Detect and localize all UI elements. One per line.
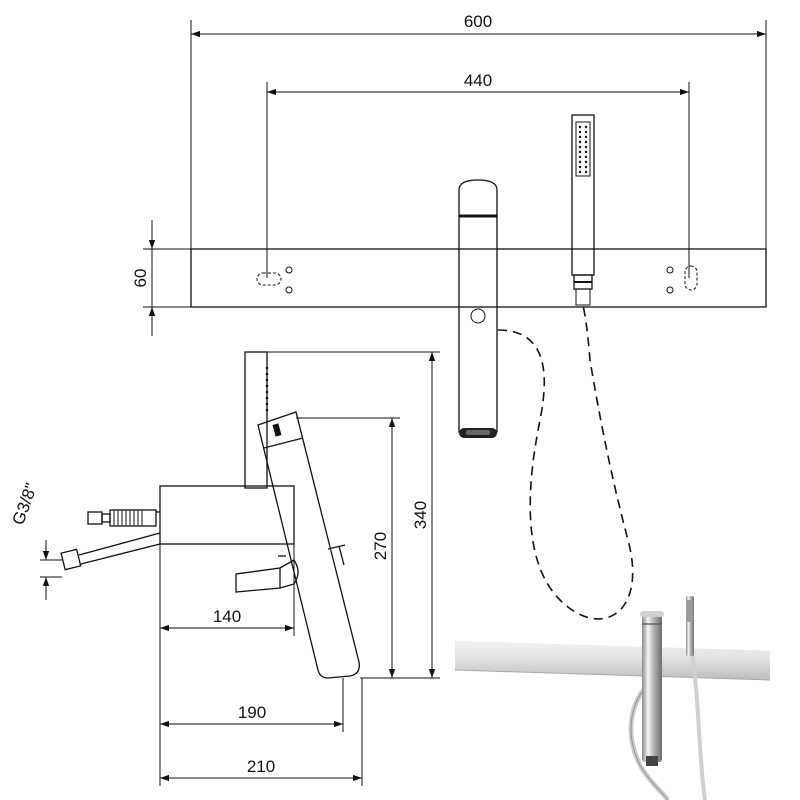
product-render xyxy=(454,596,771,800)
top-view: 600 440 60 xyxy=(131,12,767,620)
right-hole-group xyxy=(666,265,698,294)
label-210: 210 xyxy=(247,757,275,776)
label-60: 60 xyxy=(131,269,150,288)
mixer-column xyxy=(458,179,498,438)
label-thread: G3/8" xyxy=(9,481,42,528)
dim-210: 210 xyxy=(160,757,362,782)
dim-440: 440 xyxy=(266,71,690,278)
label-270: 270 xyxy=(371,532,390,560)
side-spout xyxy=(257,411,360,679)
label-190: 190 xyxy=(238,703,266,722)
inlet-fitting-upper xyxy=(87,509,160,527)
deck-plate xyxy=(190,248,767,308)
hose-dashed xyxy=(497,304,634,620)
left-hole-group xyxy=(256,266,293,294)
inlet-hose-lower xyxy=(60,532,161,571)
dim-140: 140 xyxy=(160,607,294,632)
dim-270: 270 xyxy=(296,417,400,678)
dim-600: 600 xyxy=(190,12,767,249)
label-440: 440 xyxy=(464,71,492,90)
side-handle xyxy=(235,555,299,593)
side-view: G3/8" 340 270 140 190 xyxy=(9,351,440,786)
hand-shower xyxy=(571,114,595,306)
side-shower-column xyxy=(244,351,269,489)
dim-thread: G3/8" xyxy=(9,481,62,600)
label-340: 340 xyxy=(411,501,430,529)
dim-190: 190 xyxy=(160,703,343,728)
dim-340: 340 xyxy=(267,351,440,679)
side-deck-body xyxy=(159,485,295,545)
label-600: 600 xyxy=(464,12,492,31)
label-140: 140 xyxy=(213,607,241,626)
dim-60: 60 xyxy=(131,220,191,336)
